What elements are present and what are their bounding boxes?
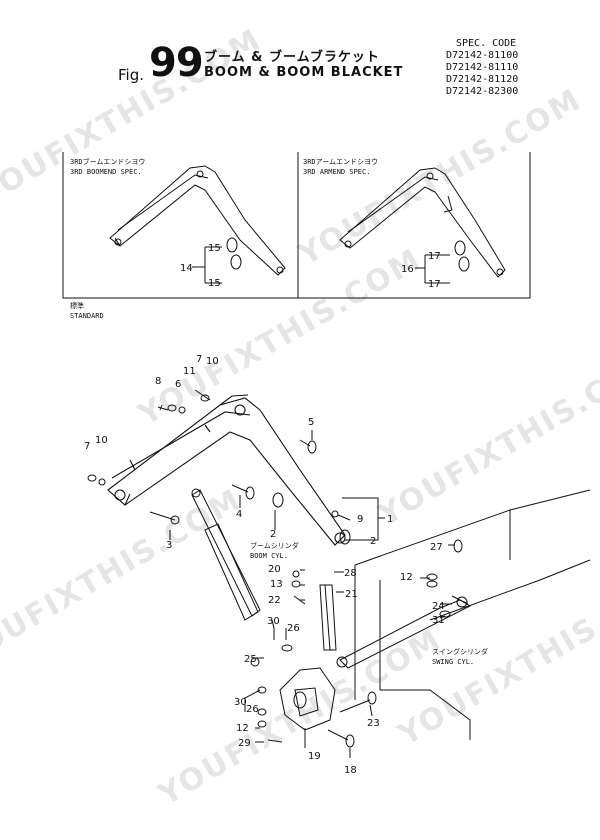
spec-code: D72142-81110 <box>446 62 519 73</box>
right-inset-boom <box>339 167 506 278</box>
part-number-17: 17 <box>428 279 441 290</box>
part-number-2: 2 <box>270 529 276 540</box>
part-number-4: 4 <box>236 509 242 520</box>
part-number-9: 9 <box>357 514 363 525</box>
part-number-26: 26 <box>246 704 259 715</box>
title-jp: ブーム & ブームブラケット <box>204 50 380 65</box>
part-number-13: 13 <box>270 579 283 590</box>
part-number-8: 8 <box>155 376 161 387</box>
part-number-7: 7 <box>84 441 90 452</box>
part-number-2: 2 <box>370 536 376 547</box>
part-number-30: 30 <box>234 697 247 708</box>
boom-cyl-label-en: BOOM CYL. <box>250 552 288 560</box>
fig-number: 99 <box>149 40 204 86</box>
boom-cylinder <box>191 488 261 621</box>
part-number-26: 26 <box>287 623 300 634</box>
part-number-14: 14 <box>180 263 193 274</box>
spec-code: D72142-81100 <box>446 50 519 61</box>
spec-code: D72142-81120 <box>446 74 519 85</box>
part-number-1: 1 <box>387 514 393 525</box>
part-number-28: 28 <box>344 568 357 579</box>
part-number-7: 7 <box>196 354 202 365</box>
part-number-11: 11 <box>183 366 196 377</box>
part-number-20: 20 <box>268 564 281 575</box>
standard-label-en: STANDARD <box>70 312 104 320</box>
part-number-24: 24 <box>432 601 445 612</box>
pin-21 <box>324 584 331 651</box>
standard-label-jp: 標準 <box>70 302 84 310</box>
part-number-15: 15 <box>208 278 221 289</box>
left-panel-caption-jp: 3RDブームエンドシヨウ <box>70 158 146 166</box>
right-panel-frame <box>297 152 531 299</box>
part-number-17: 17 <box>428 251 441 262</box>
part-number-19: 19 <box>308 751 321 762</box>
boom-bracket <box>279 667 336 731</box>
part-number-3: 3 <box>166 540 172 551</box>
left-panel-caption-en: 3RD BOOMEND SPEC. <box>70 168 142 176</box>
right-panel-caption-en: 3RD ARMEND SPEC. <box>303 168 371 176</box>
part-number-12: 12 <box>236 723 249 734</box>
pin-4 <box>231 484 249 493</box>
part-number-15: 15 <box>208 243 221 254</box>
swing-cyl-label-en: SWING CYL. <box>432 658 475 666</box>
part-number-6: 6 <box>175 379 181 390</box>
swing-cylinder <box>336 596 472 669</box>
boom-cyl-label-jp: ブームシリンダ <box>250 542 299 550</box>
part-number-16: 16 <box>401 264 414 275</box>
part-number-30: 30 <box>267 616 280 627</box>
part-number-29: 29 <box>238 738 251 749</box>
part-number-22: 22 <box>268 595 281 606</box>
part-number-27: 27 <box>430 542 443 553</box>
part-number-10: 10 <box>206 356 219 367</box>
bushing-2 <box>272 492 284 508</box>
left-inset-boom <box>109 165 286 276</box>
spec-code: D72142-82300 <box>446 86 519 97</box>
part-number-5: 5 <box>308 417 314 428</box>
fig-label: Fig. <box>118 66 144 84</box>
part-number-21: 21 <box>345 589 358 600</box>
part-number-25: 25 <box>244 654 257 665</box>
part-number-18: 18 <box>344 765 357 776</box>
part-number-23: 23 <box>367 718 380 729</box>
left-panel-frame <box>62 152 299 299</box>
part-number-12: 12 <box>400 572 413 583</box>
title-en: BOOM & BOOM BLACKET <box>204 65 404 80</box>
part-number-10: 10 <box>95 435 108 446</box>
spec-title: SPEC. CODE <box>456 38 517 49</box>
part-number-31: 31 <box>432 615 445 626</box>
revolving-frame <box>354 489 591 740</box>
right-panel-caption-jp: 3RDアームエンドシヨウ <box>303 158 379 166</box>
swing-cyl-label-jp: スイングシリンダ <box>432 648 488 656</box>
spec-code-block: SPEC. CODE D72142-81100 D72142-81110 D72… <box>446 38 518 98</box>
